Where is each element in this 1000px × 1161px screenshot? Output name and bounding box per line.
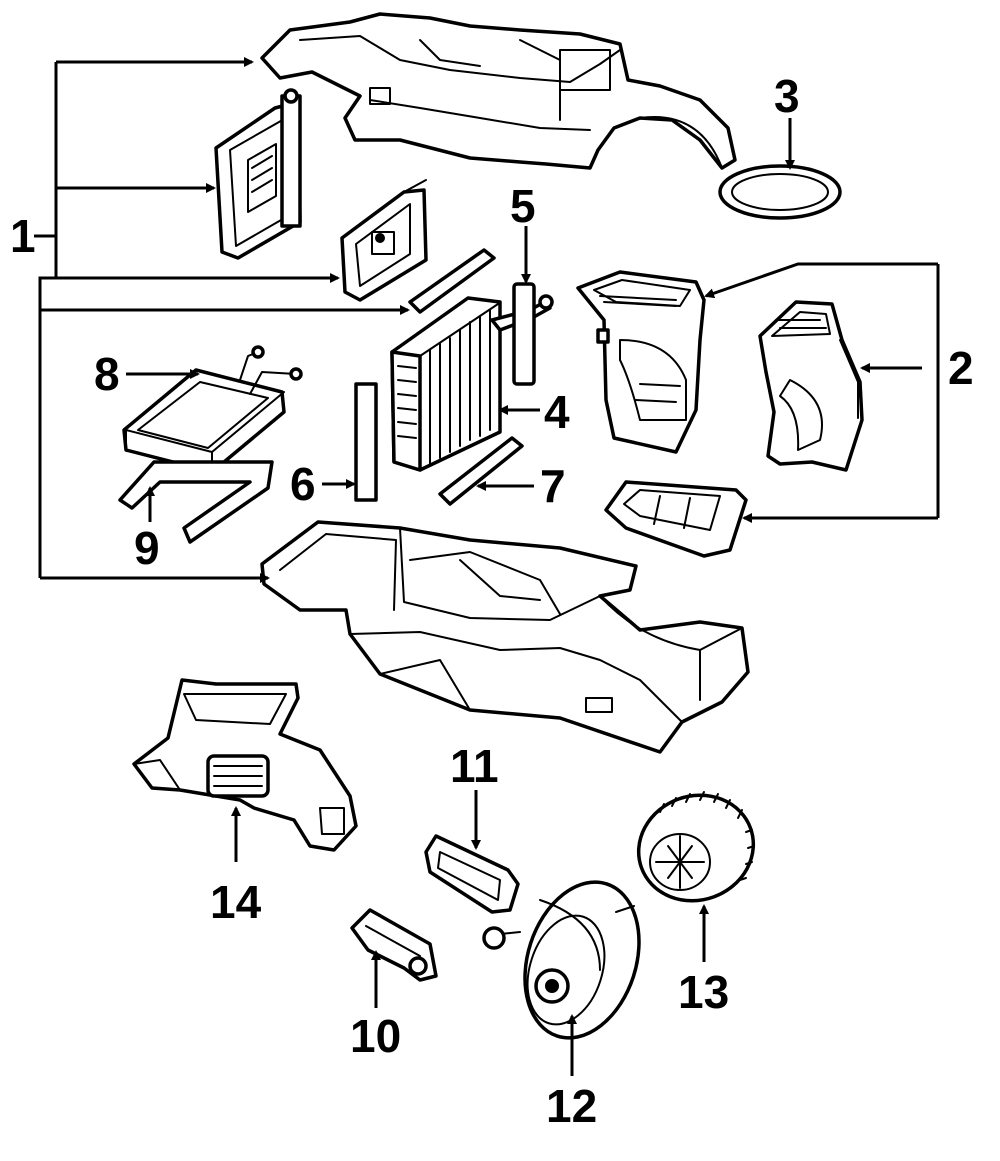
callout-9: 9 (134, 522, 160, 574)
callout-8: 8 (94, 348, 120, 400)
seal-ring-part (718, 164, 842, 220)
callout-12: 12 (546, 1080, 597, 1132)
callout-7: 7 (540, 460, 566, 512)
callout-3: 3 (774, 70, 800, 122)
actuator-part (350, 908, 438, 982)
callout-13: 13 (678, 966, 729, 1018)
upper-case-part (260, 12, 737, 170)
seal-7-part (438, 436, 524, 506)
evaporator-core-part (390, 294, 554, 472)
lower-case-part (260, 520, 750, 754)
seal-6-part (354, 382, 378, 502)
leader-lines (34, 57, 940, 1076)
outlet-duct-lower-part (604, 480, 748, 558)
callout-6: 6 (290, 458, 316, 510)
outlet-duct-upper-part (576, 270, 706, 454)
heater-core-part (122, 345, 303, 474)
callout-11: 11 (450, 740, 499, 792)
blower-wheel-part (636, 791, 756, 903)
callout-5: 5 (510, 180, 536, 232)
callout-14: 14 (210, 876, 262, 928)
callout-4: 4 (544, 386, 570, 438)
door-panel-part (214, 88, 302, 260)
door-actuator-part (340, 179, 428, 302)
blower-resistor-part (424, 834, 520, 914)
seal-strip-upper (408, 248, 496, 314)
tube-seal-part (512, 282, 536, 386)
callout-1: 1 (10, 210, 36, 262)
blower-motor-part (482, 880, 641, 1040)
defroster-duct-part (132, 678, 358, 852)
outlet-duct-side-part (758, 300, 864, 472)
callout-10: 10 (350, 1010, 401, 1062)
callout-2: 2 (948, 342, 974, 394)
